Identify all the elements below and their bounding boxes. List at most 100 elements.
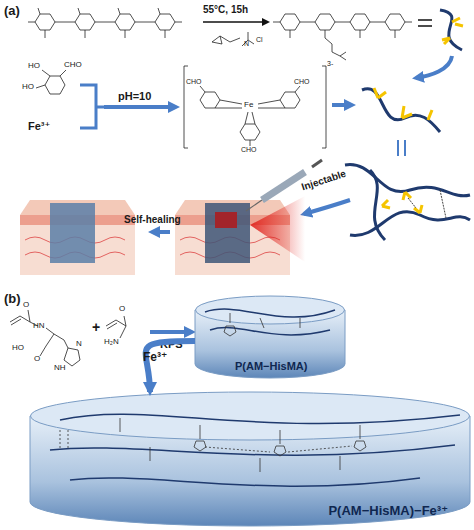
flow-arrow	[304, 200, 350, 214]
text-label: KPS	[160, 338, 183, 350]
reaction-arrow	[203, 21, 268, 23]
flow-arrow	[416, 56, 452, 78]
skin-wound-illustration	[175, 215, 290, 225]
text-label: N	[244, 40, 249, 48]
modified-chitosan-structure	[315, 14, 335, 30]
syringe-icon	[312, 160, 322, 167]
chitosan-structure	[28, 8, 182, 38]
text-label: Cl	[256, 36, 263, 44]
skin-wound-illustration	[175, 200, 290, 215]
polymer-chain-icon	[440, 10, 462, 50]
text-label: +	[92, 320, 100, 335]
acrylamide-structure	[106, 316, 126, 338]
syringe-icon	[246, 200, 262, 211]
modified-chitosan-structure	[350, 14, 370, 30]
skin-wound-illustration	[175, 196, 305, 275]
fe-catechol-complex	[215, 100, 285, 124]
skin-wound-illustration	[215, 212, 237, 228]
skin-wound-illustration	[205, 203, 250, 263]
chitosan-structure	[115, 14, 135, 30]
skin-healed-illustration	[20, 225, 135, 275]
hydrogel-network-icon	[408, 190, 446, 218]
hydrogel-network-icon	[350, 212, 470, 236]
edge-label: Fe³⁺	[143, 351, 167, 364]
equals-symbol	[418, 25, 432, 27]
hisma-structure	[40, 346, 46, 356]
syringe-icon	[262, 172, 305, 200]
text-label: N	[76, 340, 82, 349]
text-label: O	[34, 355, 40, 364]
text-label: HO	[12, 344, 24, 353]
text-label: (a)	[4, 4, 20, 18]
text-label: NH	[54, 364, 66, 373]
hisma-structure	[10, 310, 80, 366]
text-label: H₂N	[104, 338, 119, 347]
skin-healed-illustration	[20, 200, 135, 215]
polymer-chain-icon	[362, 89, 440, 132]
text-label: pH=10	[118, 90, 151, 102]
flow-arrow	[332, 105, 352, 106]
fe-catechol-complex	[240, 124, 260, 140]
merge-bracket	[80, 85, 104, 128]
flow-arrow	[416, 56, 452, 78]
disc-top	[196, 296, 345, 324]
fe-catechol-complex	[184, 66, 326, 148]
benzaldehyde-structure	[45, 76, 65, 94]
skin-healed-illustration	[50, 203, 95, 263]
merge-bracket	[104, 105, 176, 109]
flow-arrow	[304, 200, 350, 214]
polymer-chain-icon	[374, 88, 432, 120]
equals-symbol	[404, 140, 406, 156]
polymer-chain-icon	[362, 88, 440, 132]
reaction-arrow	[150, 330, 192, 334]
equals-symbol	[418, 20, 432, 26]
skin-wound-illustration	[175, 225, 290, 275]
reaction-arrow	[203, 22, 268, 23]
chitosan-structure	[35, 14, 55, 30]
modified-chitosan-structure	[273, 14, 412, 60]
merge-bracket	[80, 85, 176, 128]
benzaldehyde-structure	[36, 70, 66, 88]
text-label: HO	[28, 62, 40, 71]
text-label: CHO	[241, 146, 257, 154]
node-label: P(AM−HisMA)−Fe³⁺	[328, 503, 448, 518]
text-label: CHO	[64, 61, 82, 70]
benzaldehyde-structure	[36, 70, 66, 94]
chitosan-structure	[75, 14, 95, 30]
text-label: 55°C, 15h	[203, 4, 248, 15]
flow-arrow	[152, 232, 170, 233]
text-label: (b)	[4, 292, 21, 306]
equals-symbol	[418, 19, 432, 21]
fe-catechol-complex	[280, 92, 300, 108]
modified-chitosan-structure	[290, 30, 395, 60]
hisma-structure	[64, 348, 80, 366]
curved-arrow	[146, 341, 195, 392]
hydrogel-node: P(AM−HisMA)−Fe³⁺	[30, 392, 470, 526]
fe-catechol-complex	[200, 86, 300, 146]
text-label: Fe³⁺	[28, 120, 50, 132]
hydrogel-network-icon	[345, 165, 470, 196]
skin-healed-illustration	[20, 215, 135, 225]
hydrogel-network-icon	[382, 192, 422, 213]
hydrogel-network-icon	[370, 170, 385, 240]
skin-healed-illustration	[25, 237, 125, 258]
chitosan-structure	[28, 22, 182, 23]
flow-arrow	[332, 103, 352, 107]
text-label: CHO	[294, 78, 310, 86]
modified-chitosan-structure	[280, 14, 300, 30]
fe-catechol-complex	[200, 92, 220, 108]
skin-wound-illustration	[180, 237, 280, 258]
polymer-chain-icon	[442, 18, 463, 44]
chitosan-structure	[155, 14, 175, 30]
hisma-structure	[10, 310, 68, 348]
hydrogel-network-icon	[345, 165, 470, 240]
modified-chitosan-structure	[385, 14, 405, 30]
chitosan-structure	[38, 8, 165, 38]
text-label: CHO	[186, 78, 202, 86]
text-label: HO	[22, 83, 34, 92]
node-label: P(AM−HisMA)	[235, 360, 307, 372]
acrylamide-structure	[106, 316, 126, 338]
disc-top	[31, 392, 470, 440]
text-label: Fe	[244, 101, 253, 110]
